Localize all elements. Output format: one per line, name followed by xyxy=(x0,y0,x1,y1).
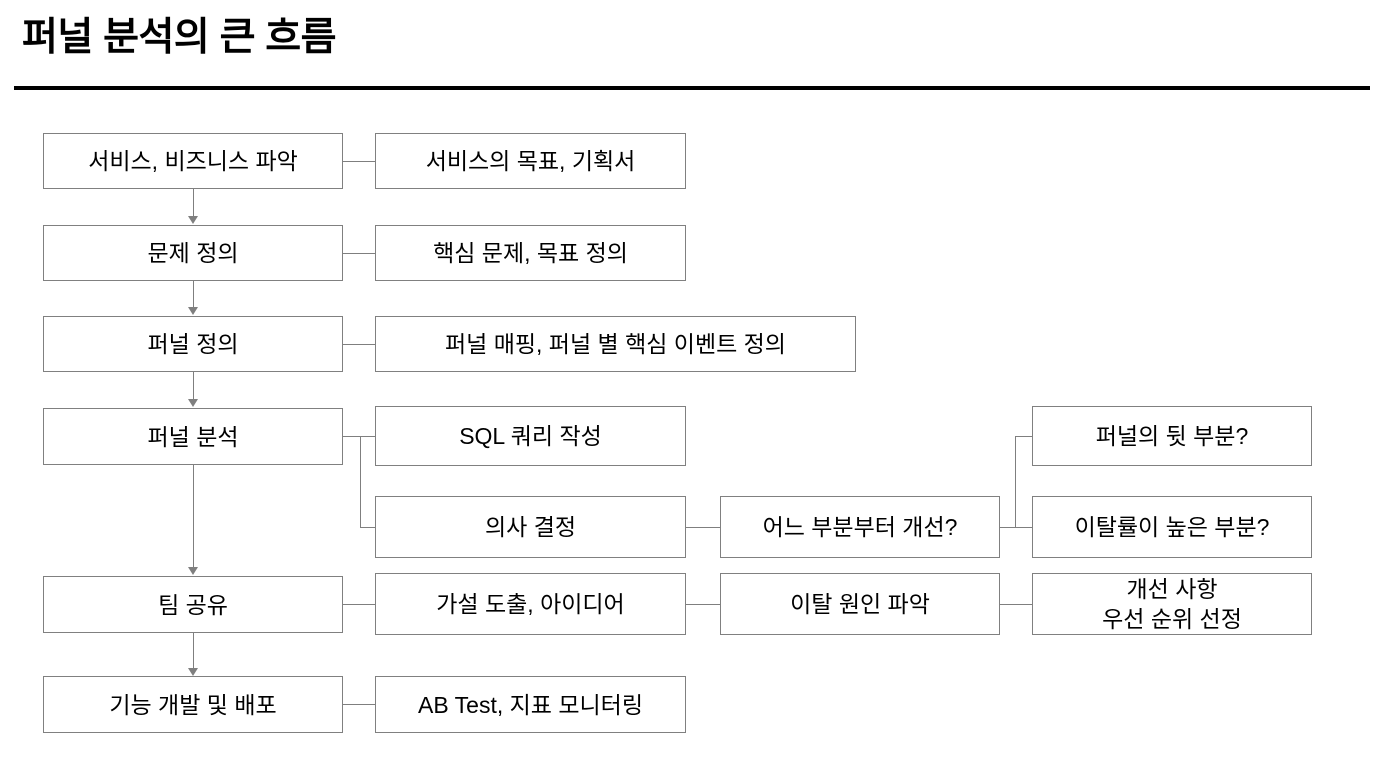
node-service[interactable]: 서비스, 비즈니스 파악 xyxy=(43,133,343,189)
branch-which-part-vertical xyxy=(1015,436,1016,527)
node-decision[interactable]: 의사 결정 xyxy=(375,496,686,558)
page-title: 퍼널 분석의 큰 흐름 xyxy=(22,16,337,59)
link-churn-cause-to-priority xyxy=(1000,604,1032,605)
arrow-funnel-definition-to-analysis xyxy=(193,372,194,400)
node-churn-cause[interactable]: 이탈 원인 파악 xyxy=(720,573,1000,635)
link-decision-to-which-part xyxy=(686,527,720,528)
link-hypothesis-to-churn-cause xyxy=(686,604,720,605)
link-problem-to-detail xyxy=(343,253,375,254)
node-high-churn-part[interactable]: 이탈률이 높은 부분? xyxy=(1032,496,1312,558)
node-problem-detail[interactable]: 핵심 문제, 목표 정의 xyxy=(375,225,686,281)
node-sql-query[interactable]: SQL 쿼리 작성 xyxy=(375,406,686,466)
arrowhead-service-to-problem xyxy=(188,216,198,224)
node-which-part[interactable]: 어느 부분부터 개선? xyxy=(720,496,1000,558)
node-funnel-definition[interactable]: 퍼널 정의 xyxy=(43,316,343,372)
arrowhead-problem-to-funnel-definition xyxy=(188,307,198,315)
link-branch-to-high-churn xyxy=(1015,527,1032,528)
title-divider xyxy=(14,86,1370,90)
link-analysis-stub xyxy=(343,436,361,437)
node-improvement-priority[interactable]: 개선 사항 우선 순위 선정 xyxy=(1032,573,1312,635)
branch-analysis-vertical xyxy=(360,436,361,527)
link-which-part-stub xyxy=(1000,527,1016,528)
node-funnel-back-part[interactable]: 퍼널의 뒷 부분? xyxy=(1032,406,1312,466)
node-develop-deploy[interactable]: 기능 개발 및 배포 xyxy=(43,676,343,733)
arrow-service-to-problem xyxy=(193,189,194,217)
node-funnel-analysis[interactable]: 퍼널 분석 xyxy=(43,408,343,465)
link-deploy-to-ab-test xyxy=(343,704,375,705)
link-team-share-to-hypothesis xyxy=(343,604,375,605)
arrowhead-analysis-to-team-share xyxy=(188,567,198,575)
node-hypothesis[interactable]: 가설 도출, 아이디어 xyxy=(375,573,686,635)
arrow-problem-to-funnel-definition xyxy=(193,281,194,308)
node-ab-test[interactable]: AB Test, 지표 모니터링 xyxy=(375,676,686,733)
arrowhead-team-share-to-deploy xyxy=(188,668,198,676)
node-service-detail[interactable]: 서비스의 목표, 기획서 xyxy=(375,133,686,189)
node-team-share[interactable]: 팀 공유 xyxy=(43,576,343,633)
arrow-analysis-to-team-share xyxy=(193,465,194,568)
link-branch-to-decision xyxy=(360,527,375,528)
link-branch-to-funnel-back xyxy=(1015,436,1032,437)
link-service-to-detail xyxy=(343,161,375,162)
arrow-team-share-to-deploy xyxy=(193,633,194,669)
link-funnel-definition-to-detail xyxy=(343,344,375,345)
node-problem[interactable]: 문제 정의 xyxy=(43,225,343,281)
arrowhead-funnel-definition-to-analysis xyxy=(188,399,198,407)
link-branch-to-sql xyxy=(360,436,375,437)
node-funnel-definition-detail[interactable]: 퍼널 매핑, 퍼널 별 핵심 이벤트 정의 xyxy=(375,316,856,372)
